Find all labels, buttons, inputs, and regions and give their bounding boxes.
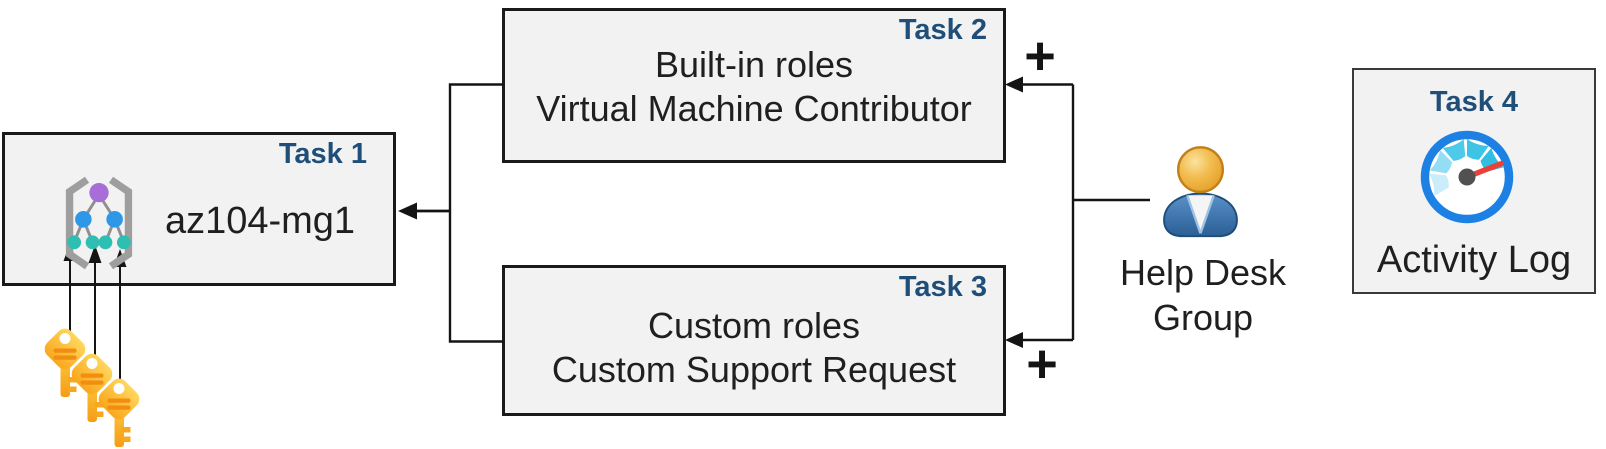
help-desk-group-caption: Help Desk Group [1103,250,1303,340]
task3-text: Custom roles Custom Support Request [505,304,1003,392]
task3-box: Task 3 Custom roles Custom Support Reque… [502,265,1006,416]
group-line2: Group [1152,297,1254,338]
key-icon [40,324,90,397]
task3-line2: Custom Support Request [551,349,957,390]
arrow-to-task1-icon [398,202,450,220]
user-icon [1163,146,1238,238]
task2-line2: Virtual Machine Contributor [536,88,972,129]
plus-icon: + [1024,26,1056,86]
key-icon [94,374,144,447]
left-connector [398,83,503,343]
task4-box: Task 4 Activity Log [1352,68,1596,294]
key-icon [67,349,117,422]
task2-line1: Built-in roles [654,44,854,85]
group-line1: Help Desk [1119,252,1287,293]
activity-log-caption: Activity Log [1376,239,1572,281]
task2-box: Task 2 Built-in roles Virtual Machine Co… [502,8,1006,163]
task3-line1: Custom roles [647,305,861,346]
task2-text: Built-in roles Virtual Machine Contribut… [505,43,1003,131]
task1-box: Task 1 az104-mg1 [2,132,396,286]
task2-label: Task 2 [898,14,987,46]
task1-label: Task 1 [278,138,367,170]
management-group-name: az104-mg1 [164,200,356,242]
task4-label: Task 4 [1429,86,1519,118]
plus-icon: + [1026,334,1058,394]
task3-label: Task 3 [898,271,987,303]
